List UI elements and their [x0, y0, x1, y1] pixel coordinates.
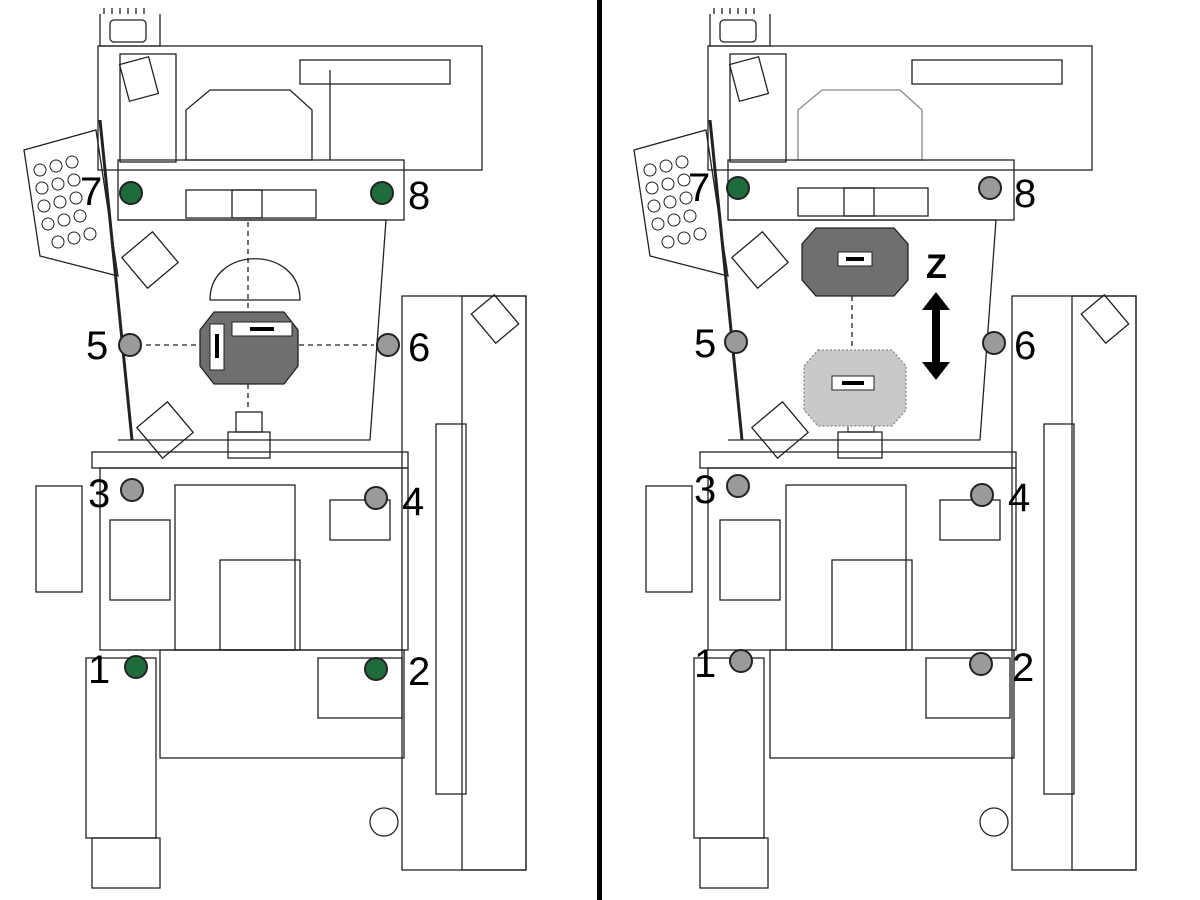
- right-worktable-lowered: [803, 349, 907, 427]
- foot-6: [376, 333, 400, 357]
- foot-1: [729, 649, 753, 673]
- foot-8: [370, 181, 394, 205]
- foot-4: [364, 486, 388, 510]
- right-worktable-raised: [801, 227, 909, 297]
- foot-label-7: 7: [688, 166, 711, 210]
- foot-label-4: 4: [402, 480, 425, 524]
- foot-3: [120, 478, 144, 502]
- foot-label-3: 3: [694, 468, 717, 512]
- right-machine-drawing: [633, 8, 1137, 889]
- foot-2: [364, 657, 388, 681]
- foot-5: [118, 333, 142, 357]
- foot-7: [726, 176, 750, 200]
- foot-label-5: 5: [86, 324, 109, 368]
- foot-label-7: 7: [80, 170, 103, 214]
- foot-label-8: 8: [1014, 172, 1037, 216]
- z-axis-label: Z: [926, 248, 947, 286]
- left-machine-drawing: [23, 8, 527, 889]
- foot-5: [724, 330, 748, 354]
- panel-divider: [597, 0, 602, 900]
- foot-7: [119, 181, 143, 205]
- right-feet: [724, 176, 1006, 676]
- foot-2: [969, 652, 993, 676]
- foot-1: [124, 655, 148, 679]
- right-panel: 7 8 5 6 3 4 1 2 Z: [600, 0, 1200, 900]
- foot-label-6: 6: [1014, 324, 1037, 368]
- left-feet: [118, 181, 400, 681]
- foot-label-2: 2: [1012, 646, 1035, 690]
- foot-6: [982, 331, 1006, 355]
- foot-label-3: 3: [88, 472, 111, 516]
- foot-label-5: 5: [694, 322, 717, 366]
- double-arrow-vertical-icon: [922, 292, 950, 380]
- foot-label-6: 6: [408, 326, 431, 370]
- foot-4: [970, 483, 994, 507]
- foot-8: [978, 176, 1002, 200]
- foot-label-1: 1: [694, 642, 717, 686]
- left-panel: 7 8 5 6 3 4 1 2: [23, 8, 527, 889]
- foot-3: [726, 474, 750, 498]
- foot-label-8: 8: [408, 174, 431, 218]
- left-worktable: [199, 311, 299, 385]
- foot-label-1: 1: [88, 648, 111, 692]
- foot-label-4: 4: [1008, 476, 1031, 520]
- foot-label-2: 2: [408, 650, 431, 694]
